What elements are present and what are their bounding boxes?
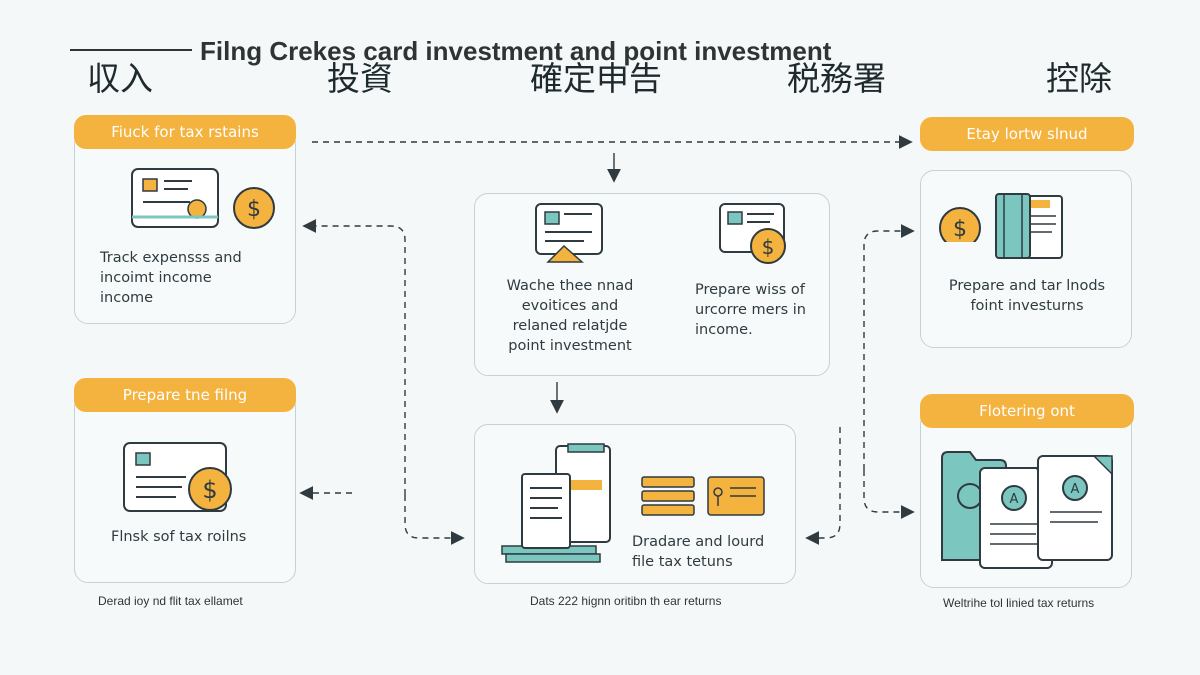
- header-income: 収入: [87, 59, 153, 98]
- id-card-icon: [131, 168, 219, 228]
- card-stay-text: Prepare and tar lnods foint investurns: [948, 278, 1106, 314]
- dollar-coin-icon: $: [233, 187, 275, 229]
- dollar-coin-icon: $: [939, 207, 981, 242]
- card-floating-caption: Weltrihe tol linied tax returns: [943, 596, 1095, 610]
- card-prepare-text: Flnsk sof tax roilns: [111, 529, 247, 545]
- binder-icon: [995, 193, 1063, 259]
- card-prepare-caption: Derad ioy nd flit tax ellamet: [98, 594, 243, 608]
- svg-text:A: A: [1010, 492, 1019, 507]
- header-tax-office: 税務署: [787, 59, 886, 98]
- header-deduction: 控除: [1046, 59, 1112, 98]
- card-file-text: Dradare and lourd file tax tetuns: [632, 534, 765, 570]
- svg-text:$: $: [202, 476, 217, 504]
- header-tax-return: 確定申告: [530, 59, 662, 98]
- card-evidence-right-text: Prepare wiss of urcorre mers in income.: [695, 282, 806, 338]
- card-track-text: Track expensss and incoimt income income: [100, 250, 242, 306]
- id-card-icon: $: [123, 442, 232, 512]
- svg-text:$: $: [762, 235, 775, 259]
- svg-text:$: $: [953, 217, 967, 242]
- card-file-caption: Dats 222 hignn oritibn th ear returns: [530, 594, 722, 608]
- card-evidence-left-text: Wache thee nnad evoitices and relaned re…: [506, 278, 634, 354]
- binder-icon: [641, 476, 765, 516]
- header-investment: 投資: [327, 59, 393, 98]
- page-title: Filng Crekes card investment and point i…: [200, 36, 832, 66]
- svg-text:$: $: [247, 197, 261, 222]
- title-underline: [70, 49, 192, 51]
- svg-text:A: A: [1071, 482, 1080, 497]
- id-card-icon: $: [719, 203, 786, 264]
- document-icon: [535, 203, 603, 263]
- tag-prepare-filing: Prepare tne filng: [74, 378, 296, 412]
- folder-icon: A A: [941, 451, 1113, 569]
- tag-track-tax: Fiuck for tax rstains: [74, 115, 296, 149]
- tag-stay: Etay lortw slnud: [920, 117, 1134, 151]
- tag-floating: Flotering ont: [920, 394, 1134, 428]
- document-stack-icon: [501, 443, 611, 563]
